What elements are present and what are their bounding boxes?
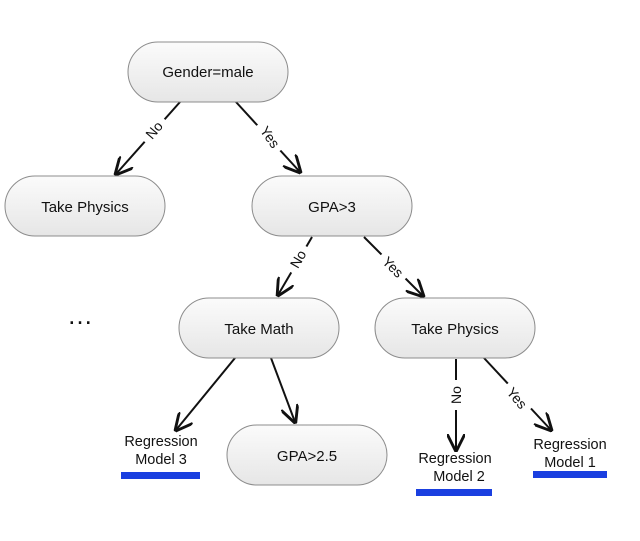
leaf-underline <box>416 489 492 496</box>
leaf-regression-model-3: Regression Model 3 <box>121 434 200 479</box>
edge-label-physics-no: No <box>448 386 464 404</box>
edge-label-gpa3-no: No <box>287 247 310 271</box>
node-take-math: Take Math <box>178 297 340 359</box>
leaf-regression-model-1: Regression Model 1 <box>533 437 607 478</box>
node-take-physics-right: Take Physics <box>374 297 536 359</box>
leaf-label-line1: Regression <box>533 437 606 453</box>
edge-math-gpa25 <box>270 357 295 422</box>
leaf-regression-model-2: Regression Model 2 <box>416 451 492 496</box>
leaf-underline <box>533 471 607 478</box>
node-label: GPA>3 <box>308 199 356 216</box>
node-label: Gender=male <box>162 64 253 81</box>
leaf-underline <box>121 472 200 479</box>
leaf-label-line2: Model 3 <box>135 452 187 468</box>
leaf-label-line1: Regression <box>418 451 491 467</box>
node-gpa-2-5: GPA>2.5 <box>226 424 388 486</box>
node-label: GPA>2.5 <box>277 448 337 465</box>
leaf-label-line2: Model 2 <box>433 469 485 485</box>
node-take-physics-left: Take Physics <box>4 175 166 237</box>
leaf-label-line1: Regression <box>124 434 197 450</box>
node-label: Take Physics <box>41 199 129 216</box>
leaf-label-line2: Model 1 <box>544 455 596 471</box>
node-gpa-3: GPA>3 <box>251 175 413 237</box>
node-gender: Gender=male <box>127 41 289 103</box>
ellipsis: … <box>67 300 93 330</box>
node-label: Take Physics <box>411 321 499 338</box>
node-label: Take Math <box>224 321 293 338</box>
edge-math-regression3 <box>176 357 236 430</box>
